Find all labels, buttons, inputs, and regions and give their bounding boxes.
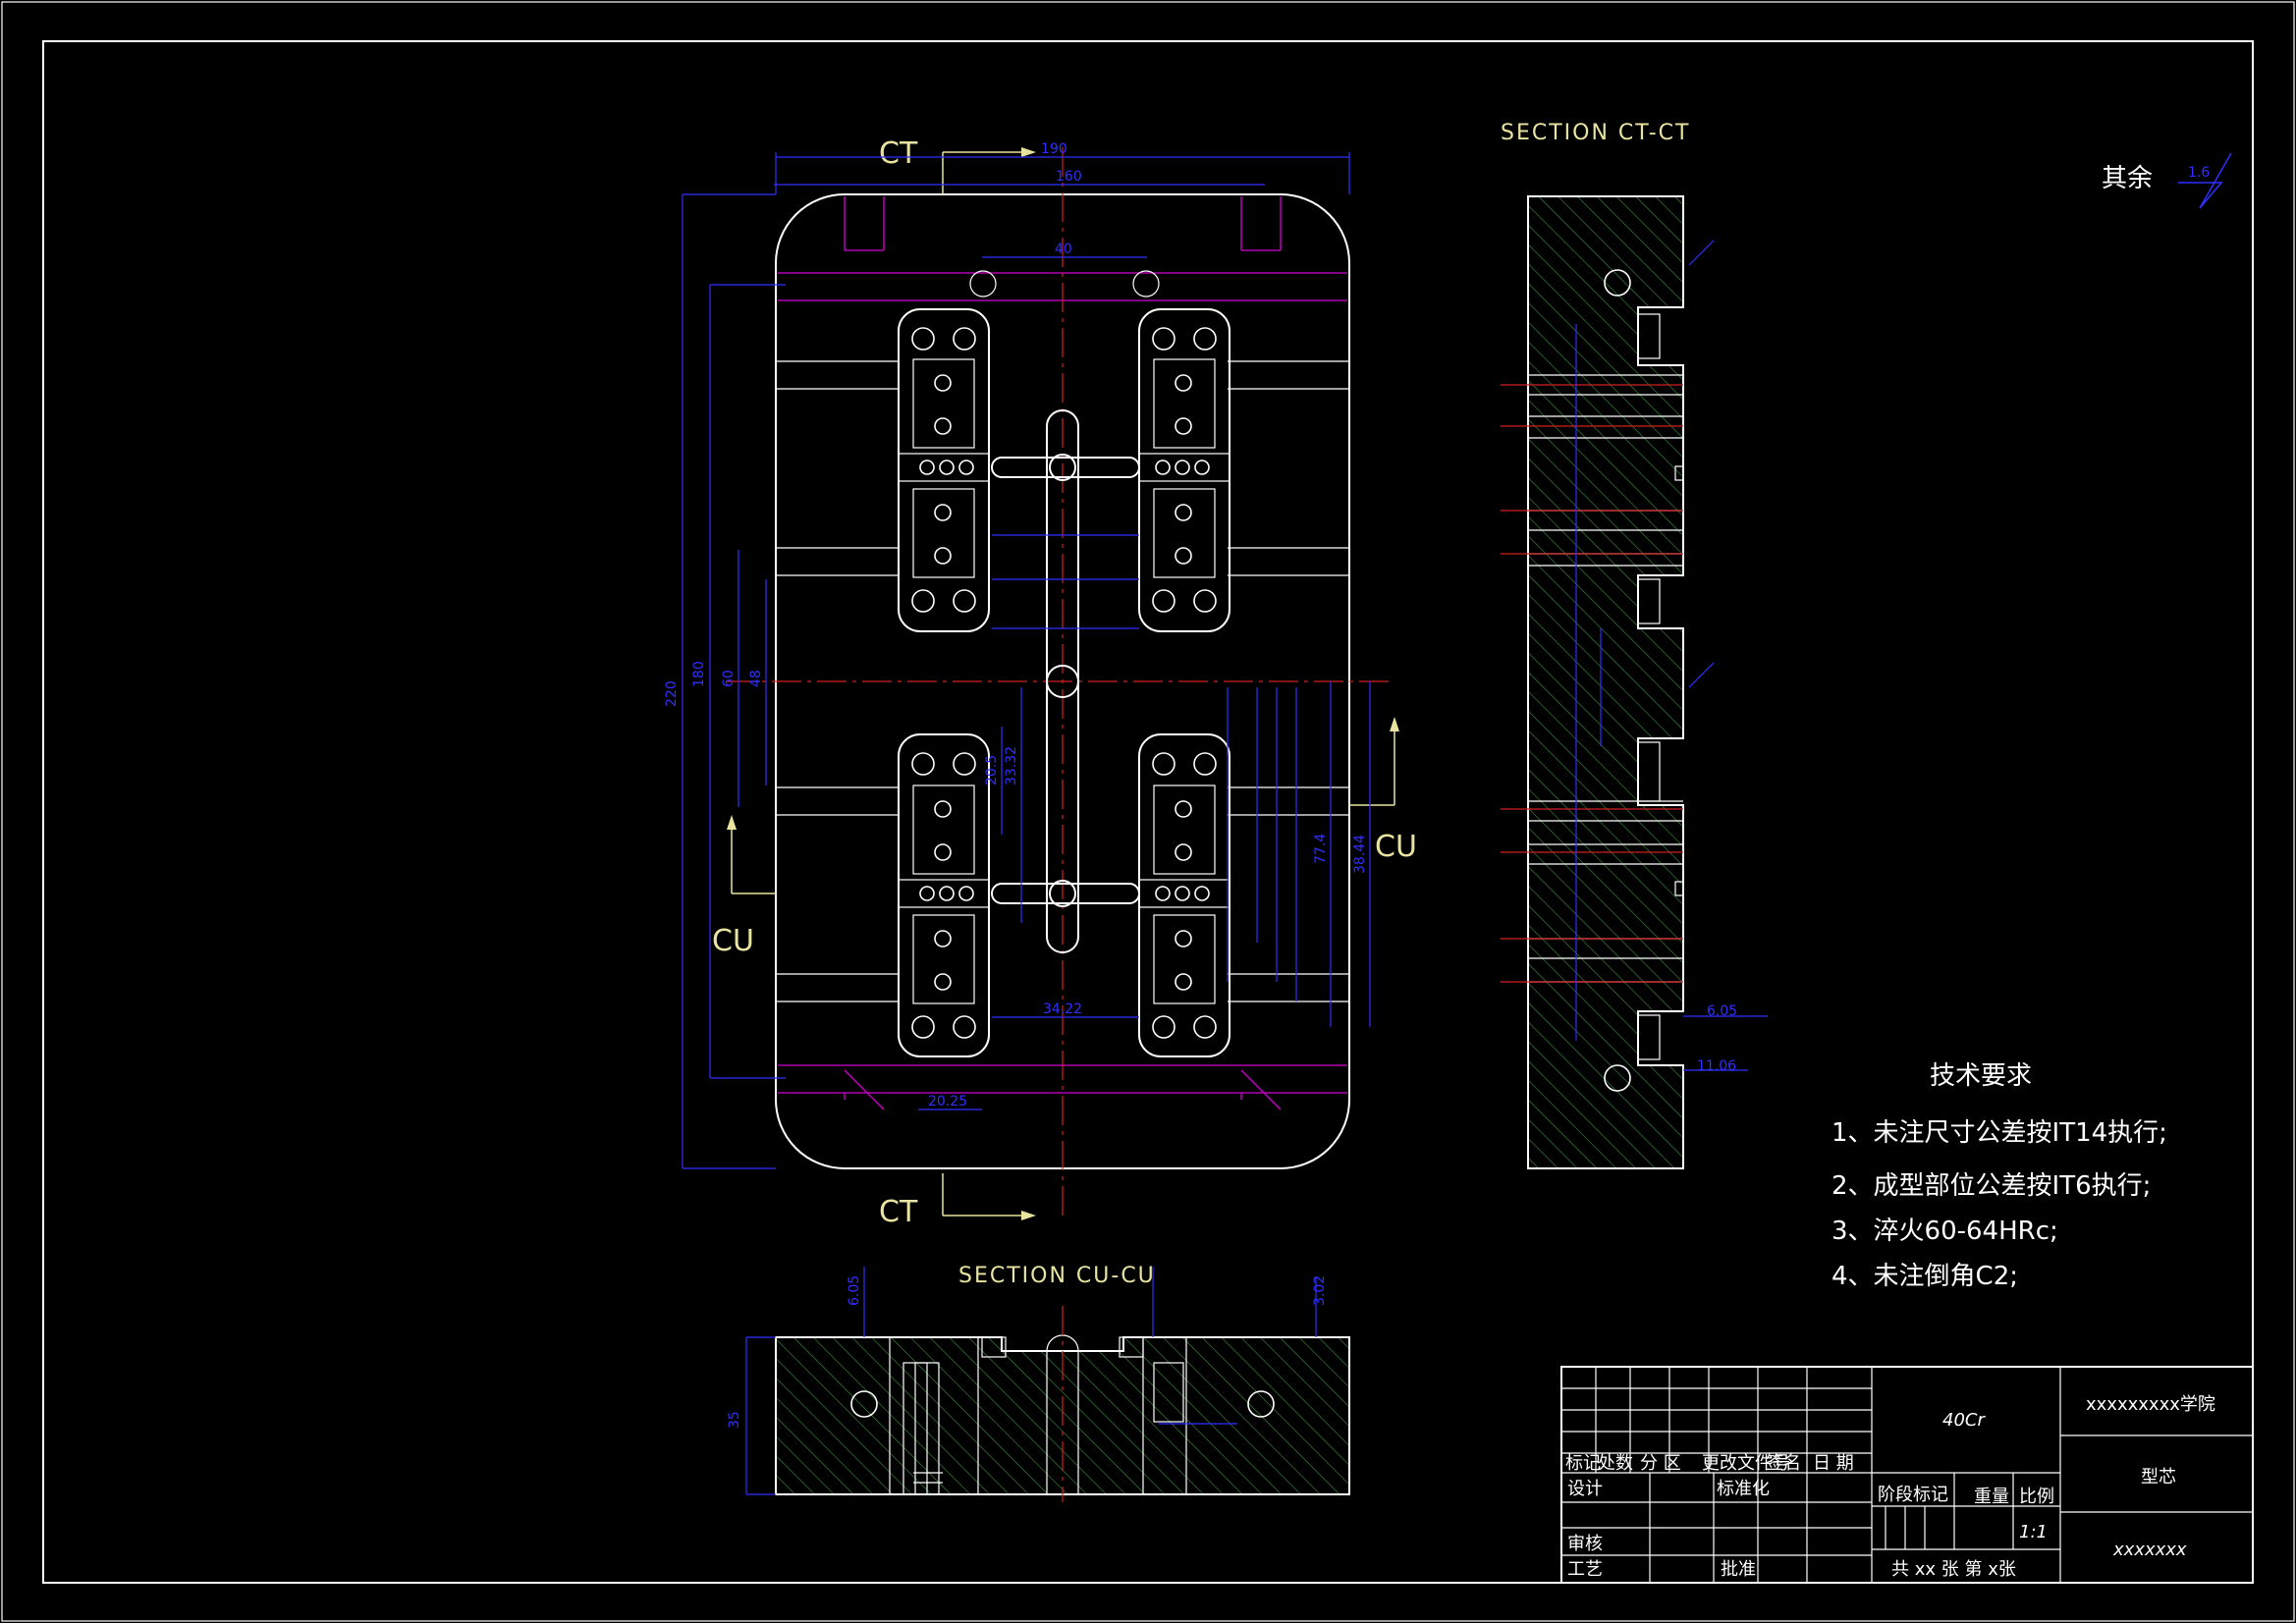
- cavity-insert-bottom-right: [1138, 733, 1230, 1057]
- section-ct-dim-b: 11.06: [1697, 1058, 1736, 1074]
- section-ct-dim-a: 6.05: [1707, 1003, 1737, 1019]
- section-cu-dim-a: 6.05: [847, 1275, 862, 1306]
- dim-right-a: 77.4: [1313, 834, 1329, 864]
- dim-bottom-a: 34.22: [1043, 1001, 1082, 1017]
- tb-part-name: 型芯: [2141, 1467, 2176, 1488]
- tb-label-stage: 阶段标记: [1878, 1485, 1948, 1505]
- dimension-lines: [682, 152, 1371, 1169]
- cavity-insert-top-left: [898, 308, 990, 632]
- gate-hole-right: [1132, 270, 1160, 298]
- dim-left-a: 60: [721, 670, 737, 687]
- section-mark-cu-right: CU: [1375, 830, 1417, 864]
- dim-left-inner: 180: [691, 661, 707, 687]
- inner-border: [42, 40, 2254, 1584]
- tb-label-mark: 标记: [1565, 1453, 1601, 1474]
- tb-label-approve: 批准: [1721, 1559, 1756, 1580]
- tb-label-count: 处数: [1598, 1453, 1633, 1474]
- title-block: 标记 处数 分 区 更改文件号 签名 日 期 设计 标准化 审核 工艺 批准 4…: [1560, 1366, 2254, 1584]
- tb-label-standard: 标准化: [1717, 1479, 1770, 1499]
- dim-bottom-b: 20.25: [928, 1094, 967, 1109]
- dim-mid-a: 33.32: [1004, 746, 1019, 785]
- tb-scale: 1:1: [2019, 1522, 2048, 1542]
- section-cu-title: SECTION CU-CU: [958, 1264, 1156, 1288]
- section-cu-view: SECTION CU-CU 6.05: [727, 1264, 1350, 1502]
- tb-label-weight: 重量: [1974, 1487, 2009, 1507]
- tb-label-ratio: 比例: [2019, 1487, 2054, 1507]
- tech-requirements-title: 技术要求: [1930, 1061, 2032, 1091]
- section-ct-view: SECTION CT-CT: [1501, 121, 1768, 1169]
- tech-requirements: 技术要求 1、未注尺寸公差按IT14执行; 2、成型部位公差按IT6执行; 3、…: [1831, 1061, 2167, 1291]
- roughness-note-text: 其余: [2102, 164, 2153, 193]
- tb-label-check: 审核: [1567, 1534, 1603, 1554]
- roughness-symbol-icon: [2178, 152, 2232, 209]
- tb-label-process: 工艺: [1567, 1559, 1603, 1580]
- tech-requirement-1: 1、未注尺寸公差按IT14执行;: [1831, 1118, 2167, 1148]
- dim-top-inner: 160: [1056, 169, 1082, 185]
- section-cu-dim-c: 3.02: [1312, 1275, 1328, 1306]
- roughness-note: 其余 1.6: [2102, 152, 2232, 209]
- dim-right-b: 38.44: [1352, 835, 1368, 874]
- section-mark-cu-left: CU: [712, 924, 754, 958]
- runner-system: [991, 409, 1140, 953]
- tb-material: 40Cr: [1942, 1410, 1986, 1431]
- main-view: CT CT CU CU: [664, 136, 1417, 1229]
- tech-requirement-2: 2、成型部位公差按IT6执行;: [1831, 1171, 2151, 1201]
- cavity-insert-bottom-left: [898, 733, 990, 1057]
- section-cu-dim-b: 35: [727, 1411, 742, 1429]
- tb-drawing-no: xxxxxxx: [2112, 1540, 2187, 1560]
- section-mark-ct-bottom: CT: [879, 1195, 918, 1229]
- tb-label-sign: 签名: [1766, 1453, 1801, 1474]
- ejector-holes: [911, 327, 1217, 1039]
- tb-sheets: 共 xx 张 第 x张: [1891, 1559, 2016, 1580]
- dim-left-overall: 220: [664, 680, 680, 707]
- tb-label-doc-no: 更改文件号: [1702, 1453, 1790, 1474]
- dim-mid-b: 20.5: [984, 755, 1000, 785]
- section-ct-title: SECTION CT-CT: [1501, 121, 1690, 145]
- tb-school: xxxxxxxxx学院: [2086, 1394, 2215, 1415]
- section-markers: [727, 147, 1399, 1220]
- tb-label-date: 日 期: [1813, 1453, 1854, 1474]
- dim-top-overall: 190: [1041, 141, 1067, 157]
- dim-left-b: 48: [748, 670, 764, 687]
- tb-label-design: 设计: [1567, 1479, 1603, 1499]
- tech-requirement-4: 4、未注倒角C2;: [1831, 1262, 2018, 1291]
- dim-top-mid: 40: [1055, 242, 1072, 257]
- tb-label-zone: 分 区: [1640, 1453, 1681, 1474]
- roughness-value: 1.6: [2188, 165, 2210, 181]
- tech-requirement-3: 3、淬火60-64HRc;: [1831, 1217, 2058, 1246]
- section-mark-ct-top: CT: [879, 136, 918, 171]
- cavity-insert-top-right: [1138, 308, 1230, 632]
- runner-channels: [776, 360, 1349, 1002]
- gate-hole-left: [969, 270, 997, 298]
